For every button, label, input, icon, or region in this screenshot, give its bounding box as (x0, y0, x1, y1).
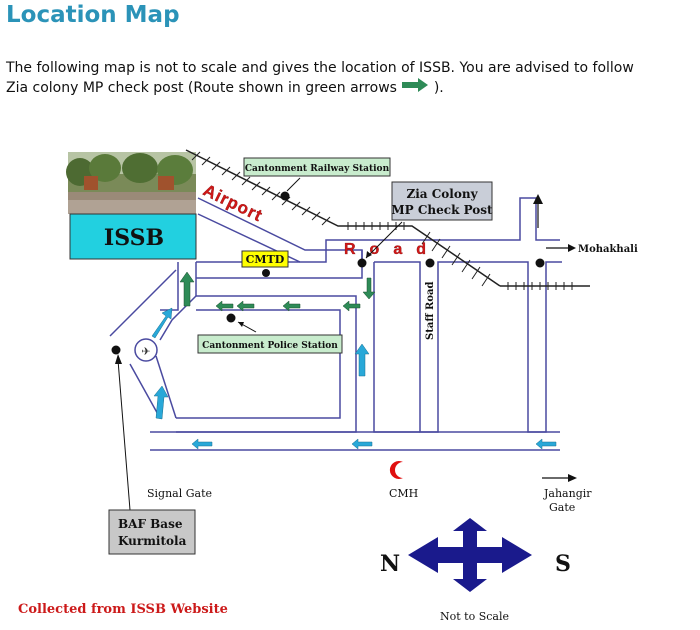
police-station-label: Cantonment Police Station (202, 341, 338, 351)
green-arrow-down (362, 277, 376, 300)
green-arrow-left (342, 300, 361, 312)
intro-line-2-after: ). (433, 80, 444, 96)
page-title: Location Map (6, 2, 180, 28)
staff-road-dot (425, 258, 435, 268)
credit-text: Collected from ISSB Website (18, 602, 228, 617)
cmtd-label: CMTD (246, 253, 285, 266)
compass-s-label: S (555, 551, 571, 577)
green-arrow-left (282, 300, 301, 312)
zia-colony-line-1: Zia Colony (406, 187, 478, 201)
staff-road-label: Staff Road (425, 282, 436, 340)
jahangir-gate-line-1: Jahangir (543, 487, 592, 500)
blue-arrow-diagonal (151, 307, 173, 339)
blue-arrow-left (191, 438, 213, 450)
police-station-box (197, 334, 343, 354)
issb-gate-photo (66, 152, 196, 214)
baf-base-line-2: Kurmitola (118, 534, 187, 548)
blue-arrow-left (351, 438, 373, 450)
railway-station-box (243, 157, 391, 177)
blue-arrow-up (354, 343, 370, 377)
green-arrow-up (179, 271, 195, 307)
railway (185, 149, 590, 290)
mohakhali-label: Mohakhali (578, 244, 638, 255)
intro-text: The following map is not to scale and gi… (6, 58, 700, 98)
green-arrow-left (236, 300, 255, 312)
compass-n-label: N (380, 551, 400, 577)
baf-base-line-1: BAF Base (118, 517, 183, 531)
baf-base-dot (111, 345, 121, 355)
intro-line-2-before: Zia colony MP check post (Route shown in… (6, 80, 397, 96)
green-route-arrows (179, 271, 376, 312)
cmh-label: CMH (389, 487, 418, 500)
baf-base-box (108, 509, 196, 555)
airport-road-label-airport: Airport (200, 181, 266, 226)
roundabout (134, 338, 158, 362)
cmtd-box (241, 250, 289, 268)
jahangir-gate-line-2: Gate (549, 501, 575, 514)
not-to-scale-label: Not to Scale (440, 610, 509, 623)
intro-line-1: The following map is not to scale and gi… (6, 60, 634, 76)
zia-colony-box (391, 181, 493, 221)
railway-station-label: Cantonment Railway Station (245, 164, 390, 174)
zia-colony-line-2: MP Check Post (391, 203, 493, 217)
blue-arrows (151, 307, 557, 450)
police-station-dot (226, 313, 236, 323)
airplane-icon: ✈ (141, 345, 150, 358)
intro-line-2: Zia colony MP check post (Route shown in… (6, 78, 700, 98)
mohakhali-dot (535, 258, 545, 268)
compass-icon (408, 518, 532, 592)
crescent-icon (389, 461, 403, 479)
roads (109, 197, 562, 451)
zia-colony-dot (357, 258, 367, 268)
airport-road-label-road: Road (344, 241, 440, 258)
green-arrow-icon (401, 78, 429, 98)
signal-gate-label: Signal Gate (147, 487, 212, 500)
blue-arrow-left (535, 438, 557, 450)
blue-arrow-diagonal (153, 385, 169, 420)
railway-station-dot (280, 191, 290, 201)
issb-box (69, 213, 197, 260)
issb-label: ISSB (104, 225, 164, 251)
cmtd-dot (262, 269, 270, 277)
green-arrow-left (215, 300, 234, 312)
